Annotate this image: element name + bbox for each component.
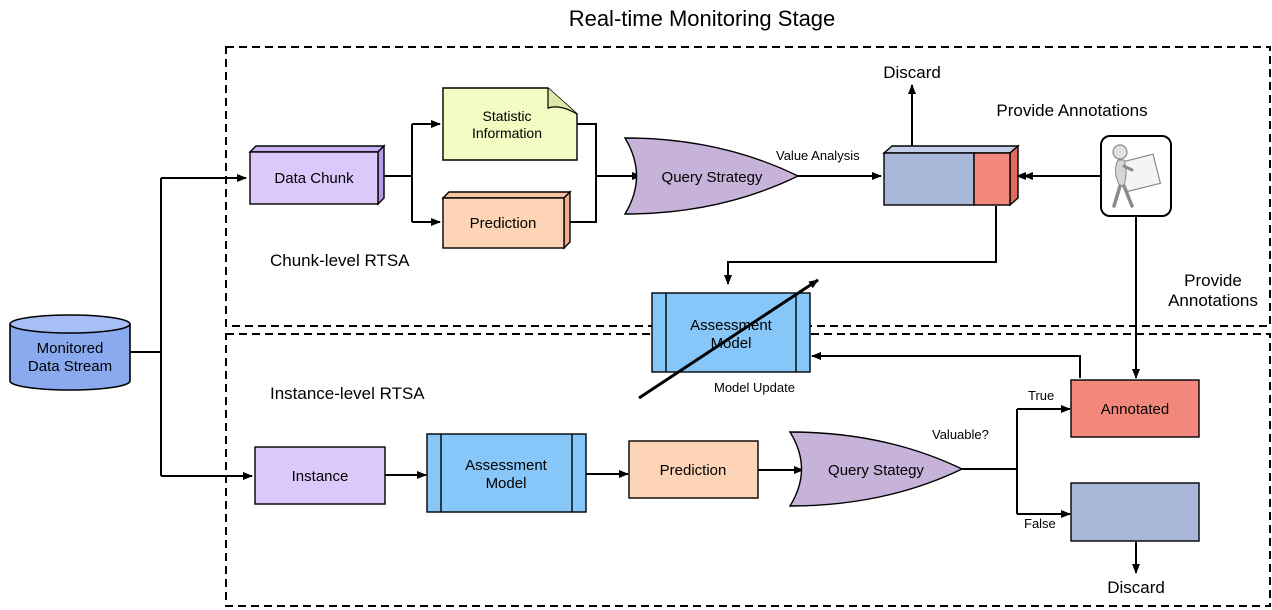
- assessment-model-shared-line2: Model: [711, 335, 752, 352]
- data-stream-label-line1: Monitored: [37, 340, 104, 357]
- person-holding-sign-icon: [1100, 135, 1172, 217]
- false-label: False: [1024, 516, 1056, 531]
- provide-annotations-side-line2: Annotations: [1168, 291, 1258, 310]
- provide-annotations-side-line1: Provide: [1184, 271, 1242, 290]
- model-update-label: Model Update: [714, 380, 795, 395]
- annotated-label: Annotated: [1101, 401, 1169, 418]
- value-analysis-label: Value Analysis: [776, 148, 860, 163]
- selected-sample: [973, 152, 1011, 206]
- assessment-model-shared-node: Assessment Model: [651, 292, 811, 373]
- instance-node: Instance: [254, 446, 386, 505]
- query-strategy-chunk-node: Query Strategy: [623, 137, 800, 215]
- instance-level-label: Instance-level RTSA: [270, 384, 425, 403]
- prediction-instance-node: Prediction: [628, 440, 759, 499]
- prediction-chunk-label: Prediction: [470, 215, 537, 232]
- chunk-level-label: Chunk-level RTSA: [270, 251, 410, 270]
- monitored-data-stream-node: Monitored Data Stream: [9, 314, 131, 391]
- annotated-node: Annotated: [1070, 379, 1200, 438]
- model-update-arrow: [638, 278, 819, 400]
- candidate-buffer-node: [882, 144, 1020, 207]
- query-strategy-instance-node: Query Stategy: [788, 431, 964, 507]
- statistic-information-node: Statistic Information: [442, 87, 578, 161]
- unlabeled-buffer: [883, 152, 975, 206]
- true-label: True: [1028, 388, 1054, 403]
- assessment-model-shared-line1: Assessment: [690, 317, 773, 334]
- provide-annotations-top-label: Provide Annotations: [996, 101, 1147, 120]
- discarded-instance-node: [1070, 482, 1200, 542]
- data-chunk-label: Data Chunk: [274, 170, 354, 187]
- statistic-info-line2: Information: [472, 125, 542, 141]
- query-strategy-instance-label: Query Stategy: [828, 462, 924, 479]
- assessment-model-instance-line2: Model: [486, 475, 527, 492]
- query-strategy-chunk-label: Query Strategy: [662, 169, 763, 186]
- assessment-model-instance-node: Assessment Model: [426, 433, 587, 513]
- prediction-chunk-node: Prediction: [441, 190, 572, 250]
- discard-bottom-label: Discard: [1107, 578, 1165, 597]
- data-stream-label-line2: Data Stream: [28, 358, 112, 375]
- prediction-instance-label: Prediction: [660, 462, 727, 479]
- instance-label: Instance: [292, 468, 349, 485]
- assessment-model-instance-line1: Assessment: [465, 457, 548, 474]
- discard-top-label: Discard: [883, 63, 941, 82]
- diagram-title: Real-time Monitoring Stage: [569, 6, 836, 31]
- connectors: [130, 84, 1140, 574]
- data-chunk-node: Data Chunk: [248, 144, 386, 206]
- valuable-label: Valuable?: [932, 427, 989, 442]
- statistic-info-line1: Statistic: [482, 108, 531, 124]
- chunk-level-region: [225, 46, 1271, 327]
